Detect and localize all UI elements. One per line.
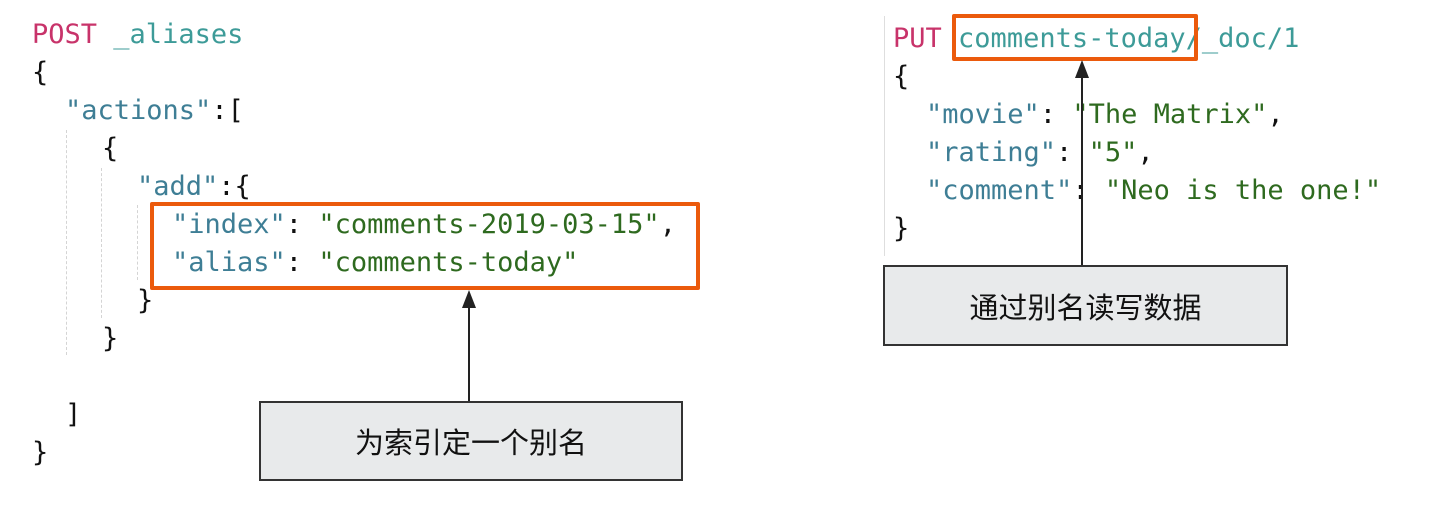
alias-path: comments-today xyxy=(958,23,1186,54)
code-line: "rating": "5", xyxy=(926,137,1154,168)
endpoint: _aliases xyxy=(113,19,244,50)
code-line: "alias": "comments-today" xyxy=(172,247,579,278)
code-line: { xyxy=(893,61,910,92)
arrow-line xyxy=(1081,76,1083,266)
alias-path-highlight-box xyxy=(952,14,1198,61)
code-line: } xyxy=(137,285,154,316)
code-line: "movie": "The Matrix", xyxy=(926,99,1284,130)
indent-guide xyxy=(66,130,67,355)
arrow-line xyxy=(468,306,470,402)
callout-assign-alias: 为索引定一个别名 xyxy=(259,401,683,481)
indent-guide xyxy=(137,205,138,280)
indent-guide xyxy=(101,168,102,318)
code-line: { xyxy=(32,57,49,88)
request-line: POST _aliases xyxy=(32,16,243,54)
callout-read-write-via-alias: 通过别名读写数据 xyxy=(883,265,1288,346)
arrow-head-icon xyxy=(1075,60,1089,78)
code-line: "actions":[ xyxy=(65,95,244,126)
right-code-snippet: PUT comments-today/_doc/1 { "movie": "Th… xyxy=(893,20,1413,250)
request-line: PUT comments-today/_doc/1 xyxy=(893,20,1299,58)
path-rest: /_doc/1 xyxy=(1185,23,1300,54)
index-alias-highlight-box xyxy=(150,202,700,290)
editor-gutter xyxy=(884,16,885,256)
code-line: ] xyxy=(65,399,82,430)
code-line: } xyxy=(32,437,49,468)
code-line: } xyxy=(102,323,119,354)
http-method: POST xyxy=(32,19,98,50)
code-line: } xyxy=(893,213,910,244)
http-method: PUT xyxy=(893,23,942,54)
code-line: "add":{ xyxy=(137,171,251,202)
code-line: { xyxy=(102,133,119,164)
code-line: "index": "comments-2019-03-15", xyxy=(172,209,676,240)
left-code-snippet: POST _aliases { "actions":[ { "add":{ "i… xyxy=(32,16,732,486)
arrow-head-icon xyxy=(462,290,476,308)
code-line: "comment": "Neo is the one!" xyxy=(926,175,1382,206)
